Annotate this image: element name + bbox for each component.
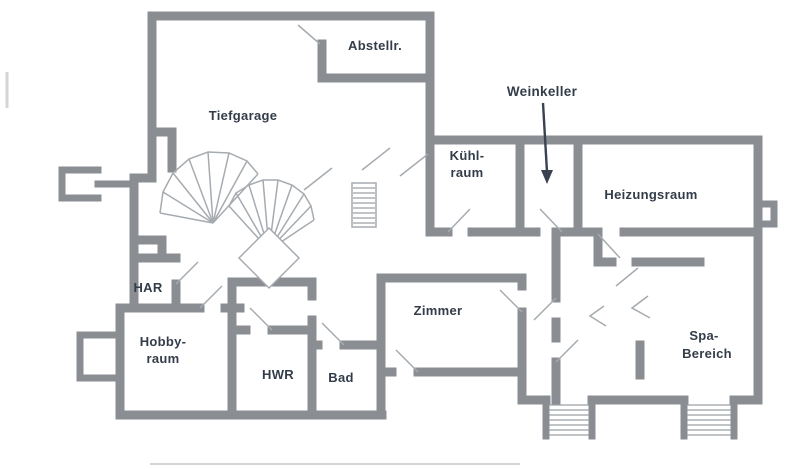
label-hwr: HWR xyxy=(262,367,294,382)
weinkeller-arrow xyxy=(541,102,553,184)
label-bad: Bad xyxy=(328,370,353,385)
label-har: HAR xyxy=(133,280,162,295)
room-labels: Abstellr. Tiefgarage Weinkeller Kühl- ra… xyxy=(133,38,731,385)
interior-walls xyxy=(58,39,763,440)
straight-stair-center xyxy=(351,182,377,228)
exterior-walls xyxy=(115,11,778,420)
exterior-stair-left xyxy=(549,404,589,436)
scan-artifacts xyxy=(5,72,520,465)
label-heizungsraum: Heizungsraum xyxy=(604,187,697,202)
exterior-stair-right xyxy=(687,404,731,436)
label-tiefgarage: Tiefgarage xyxy=(209,108,278,123)
label-hobbyraum-2: raum xyxy=(147,351,180,366)
label-kuehlraum-2: raum xyxy=(451,165,484,180)
stair-landing-diamond xyxy=(237,226,301,290)
winder-stair-upper xyxy=(159,151,259,224)
label-abstellraum: Abstellr. xyxy=(348,38,402,53)
door-swings xyxy=(175,24,651,373)
winder-stair-main xyxy=(228,179,315,290)
label-hobbyraum-1: Hobby- xyxy=(140,334,187,349)
label-kuehlraum-1: Kühl- xyxy=(450,148,485,163)
label-weinkeller: Weinkeller xyxy=(507,84,578,99)
label-spa-2: Bereich xyxy=(682,346,732,361)
label-zimmer: Zimmer xyxy=(414,303,463,318)
label-spa-1: Spa- xyxy=(689,328,718,343)
